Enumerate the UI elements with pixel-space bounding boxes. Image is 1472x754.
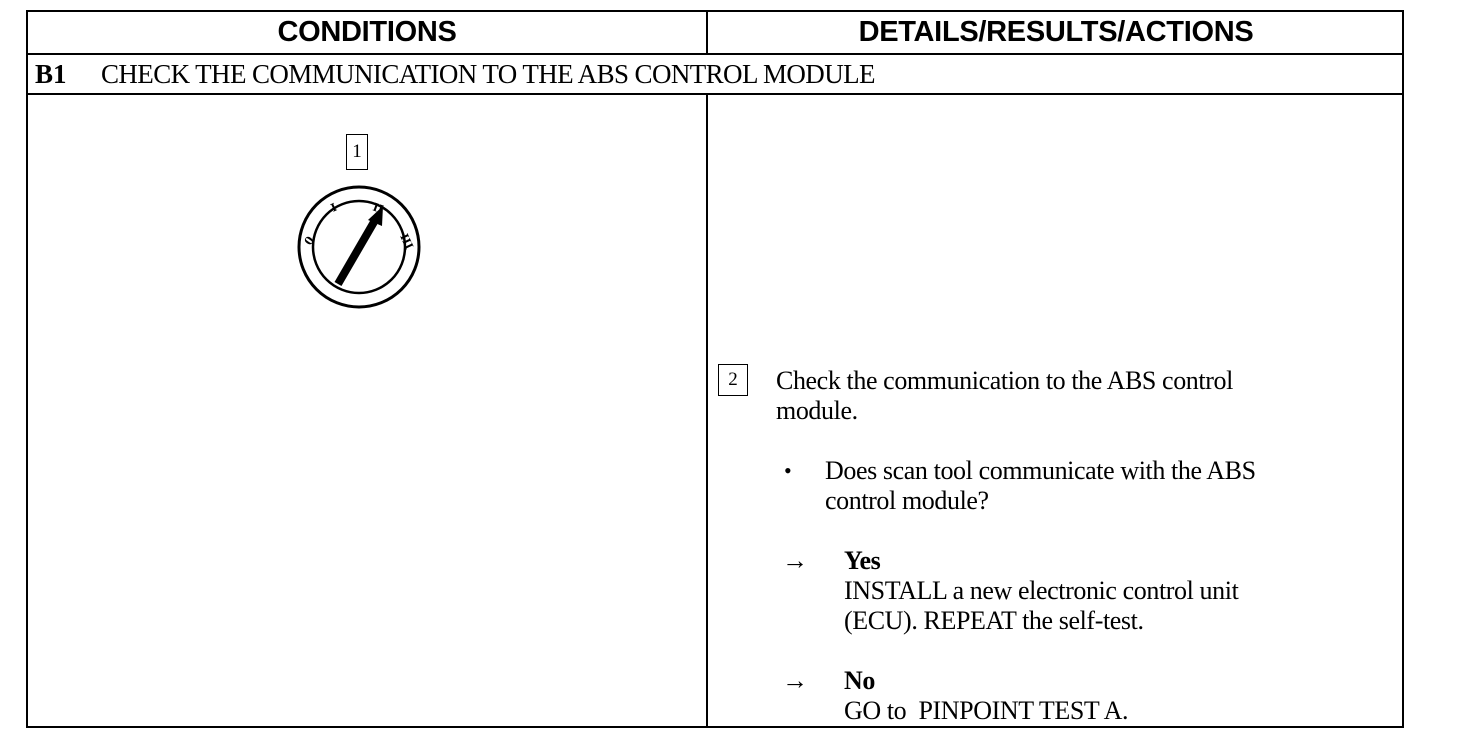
no-label: No <box>844 666 875 695</box>
column-divider-header <box>706 12 708 53</box>
yes-action-line-2: (ECU). REPEAT the self-test. <box>844 606 1144 635</box>
diagnostic-table: CONDITIONS DETAILS/RESULTS/ACTIONS B1 CH… <box>26 10 1404 728</box>
ignition-key-switch-icon: 0 I II III <box>297 185 421 309</box>
key-position-1: I <box>329 201 339 215</box>
question-line-1: Does scan tool communicate with the ABS <box>825 456 1256 485</box>
ignition-outer-ring <box>297 185 421 309</box>
details-header: DETAILS/RESULTS/ACTIONS <box>858 16 1254 48</box>
key-pointer-shaft <box>334 219 378 287</box>
no-action-line-1: GO to PINPOINT TEST A. <box>844 696 1129 725</box>
ignition-inner-ring <box>311 199 407 295</box>
yes-action-line-1: INSTALL a new electronic control unit <box>844 576 1239 605</box>
key-position-3: III <box>397 232 415 251</box>
yes-arrow-icon: → <box>782 546 808 575</box>
column-divider-body <box>706 95 708 726</box>
step-number-box-1: 1 <box>346 134 368 170</box>
table-header-row: CONDITIONS DETAILS/RESULTS/ACTIONS <box>28 12 1402 55</box>
key-pointer-arrowhead <box>368 206 383 226</box>
step-code: B1 <box>35 58 67 89</box>
step-title-row: B1 CHECK THE COMMUNICATION TO THE ABS CO… <box>28 55 1402 95</box>
question-line-2: control module? <box>825 486 989 515</box>
instruction-line-1: Check the communication to the ABS contr… <box>776 366 1233 395</box>
question-bullet: • <box>784 458 792 483</box>
no-arrow-icon: → <box>782 666 808 695</box>
step-title: CHECK THE COMMUNICATION TO THE ABS CONTR… <box>101 58 875 89</box>
instruction-line-2: module. <box>776 396 858 425</box>
yes-label: Yes <box>844 546 881 575</box>
conditions-header: CONDITIONS <box>277 16 457 48</box>
step-number-box-2: 2 <box>718 364 748 396</box>
